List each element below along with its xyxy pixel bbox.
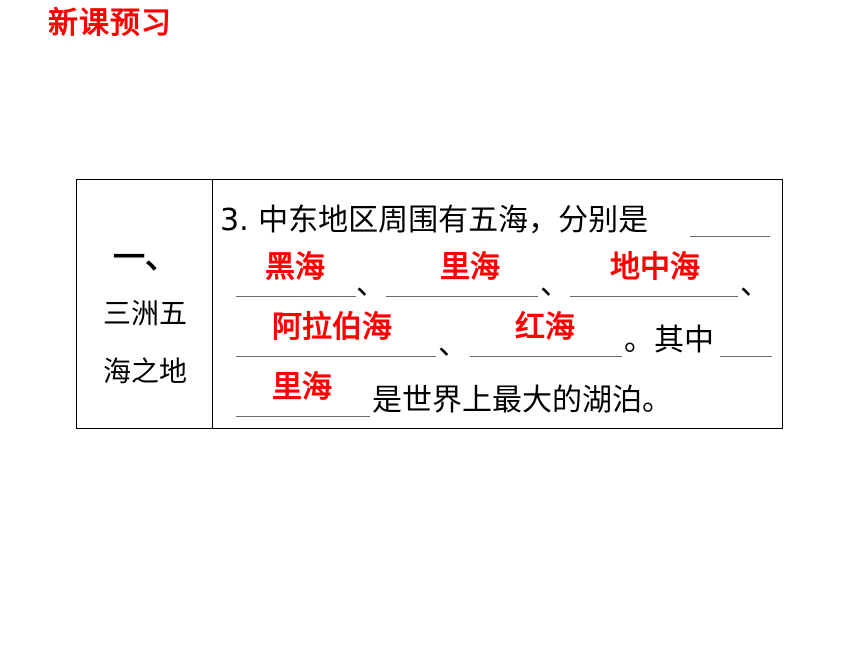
question-middle: 。其中 bbox=[624, 323, 714, 358]
blank-line-3 bbox=[570, 296, 738, 297]
answer-6: 里海 bbox=[272, 370, 332, 405]
topic-cell: 一、 三洲五 海之地 bbox=[77, 180, 213, 428]
separator-2: 、 bbox=[540, 267, 570, 302]
answer-4: 阿拉伯海 bbox=[272, 310, 392, 345]
blank-line-5 bbox=[470, 356, 622, 357]
question-suffix: 是世界上最大的湖泊。 bbox=[372, 383, 672, 418]
blank-line-0 bbox=[690, 236, 770, 237]
answer-5: 红海 bbox=[515, 310, 575, 345]
blank-line-1 bbox=[236, 296, 356, 297]
separator-3: 、 bbox=[740, 267, 770, 302]
blank-line-2 bbox=[386, 296, 538, 297]
blank-line-7 bbox=[236, 416, 370, 417]
answer-2: 里海 bbox=[440, 250, 500, 285]
answer-3: 地中海 bbox=[610, 250, 700, 285]
topic-label-line2: 海之地 bbox=[102, 355, 187, 388]
blank-line-4 bbox=[236, 356, 436, 357]
blank-line-6 bbox=[720, 356, 772, 357]
section-title: 新课预习 bbox=[48, 6, 172, 41]
separator-1: 、 bbox=[356, 267, 386, 302]
topic-number: 一、 bbox=[112, 238, 177, 276]
question-prefix: 3. 中东地区周围有五海，分别是 bbox=[220, 203, 649, 238]
separator-4: 、 bbox=[438, 327, 468, 362]
topic-label-line1: 三洲五 bbox=[102, 297, 187, 330]
answer-1: 黑海 bbox=[265, 250, 325, 285]
exercise-table: 一、 三洲五 海之地 bbox=[76, 179, 783, 429]
